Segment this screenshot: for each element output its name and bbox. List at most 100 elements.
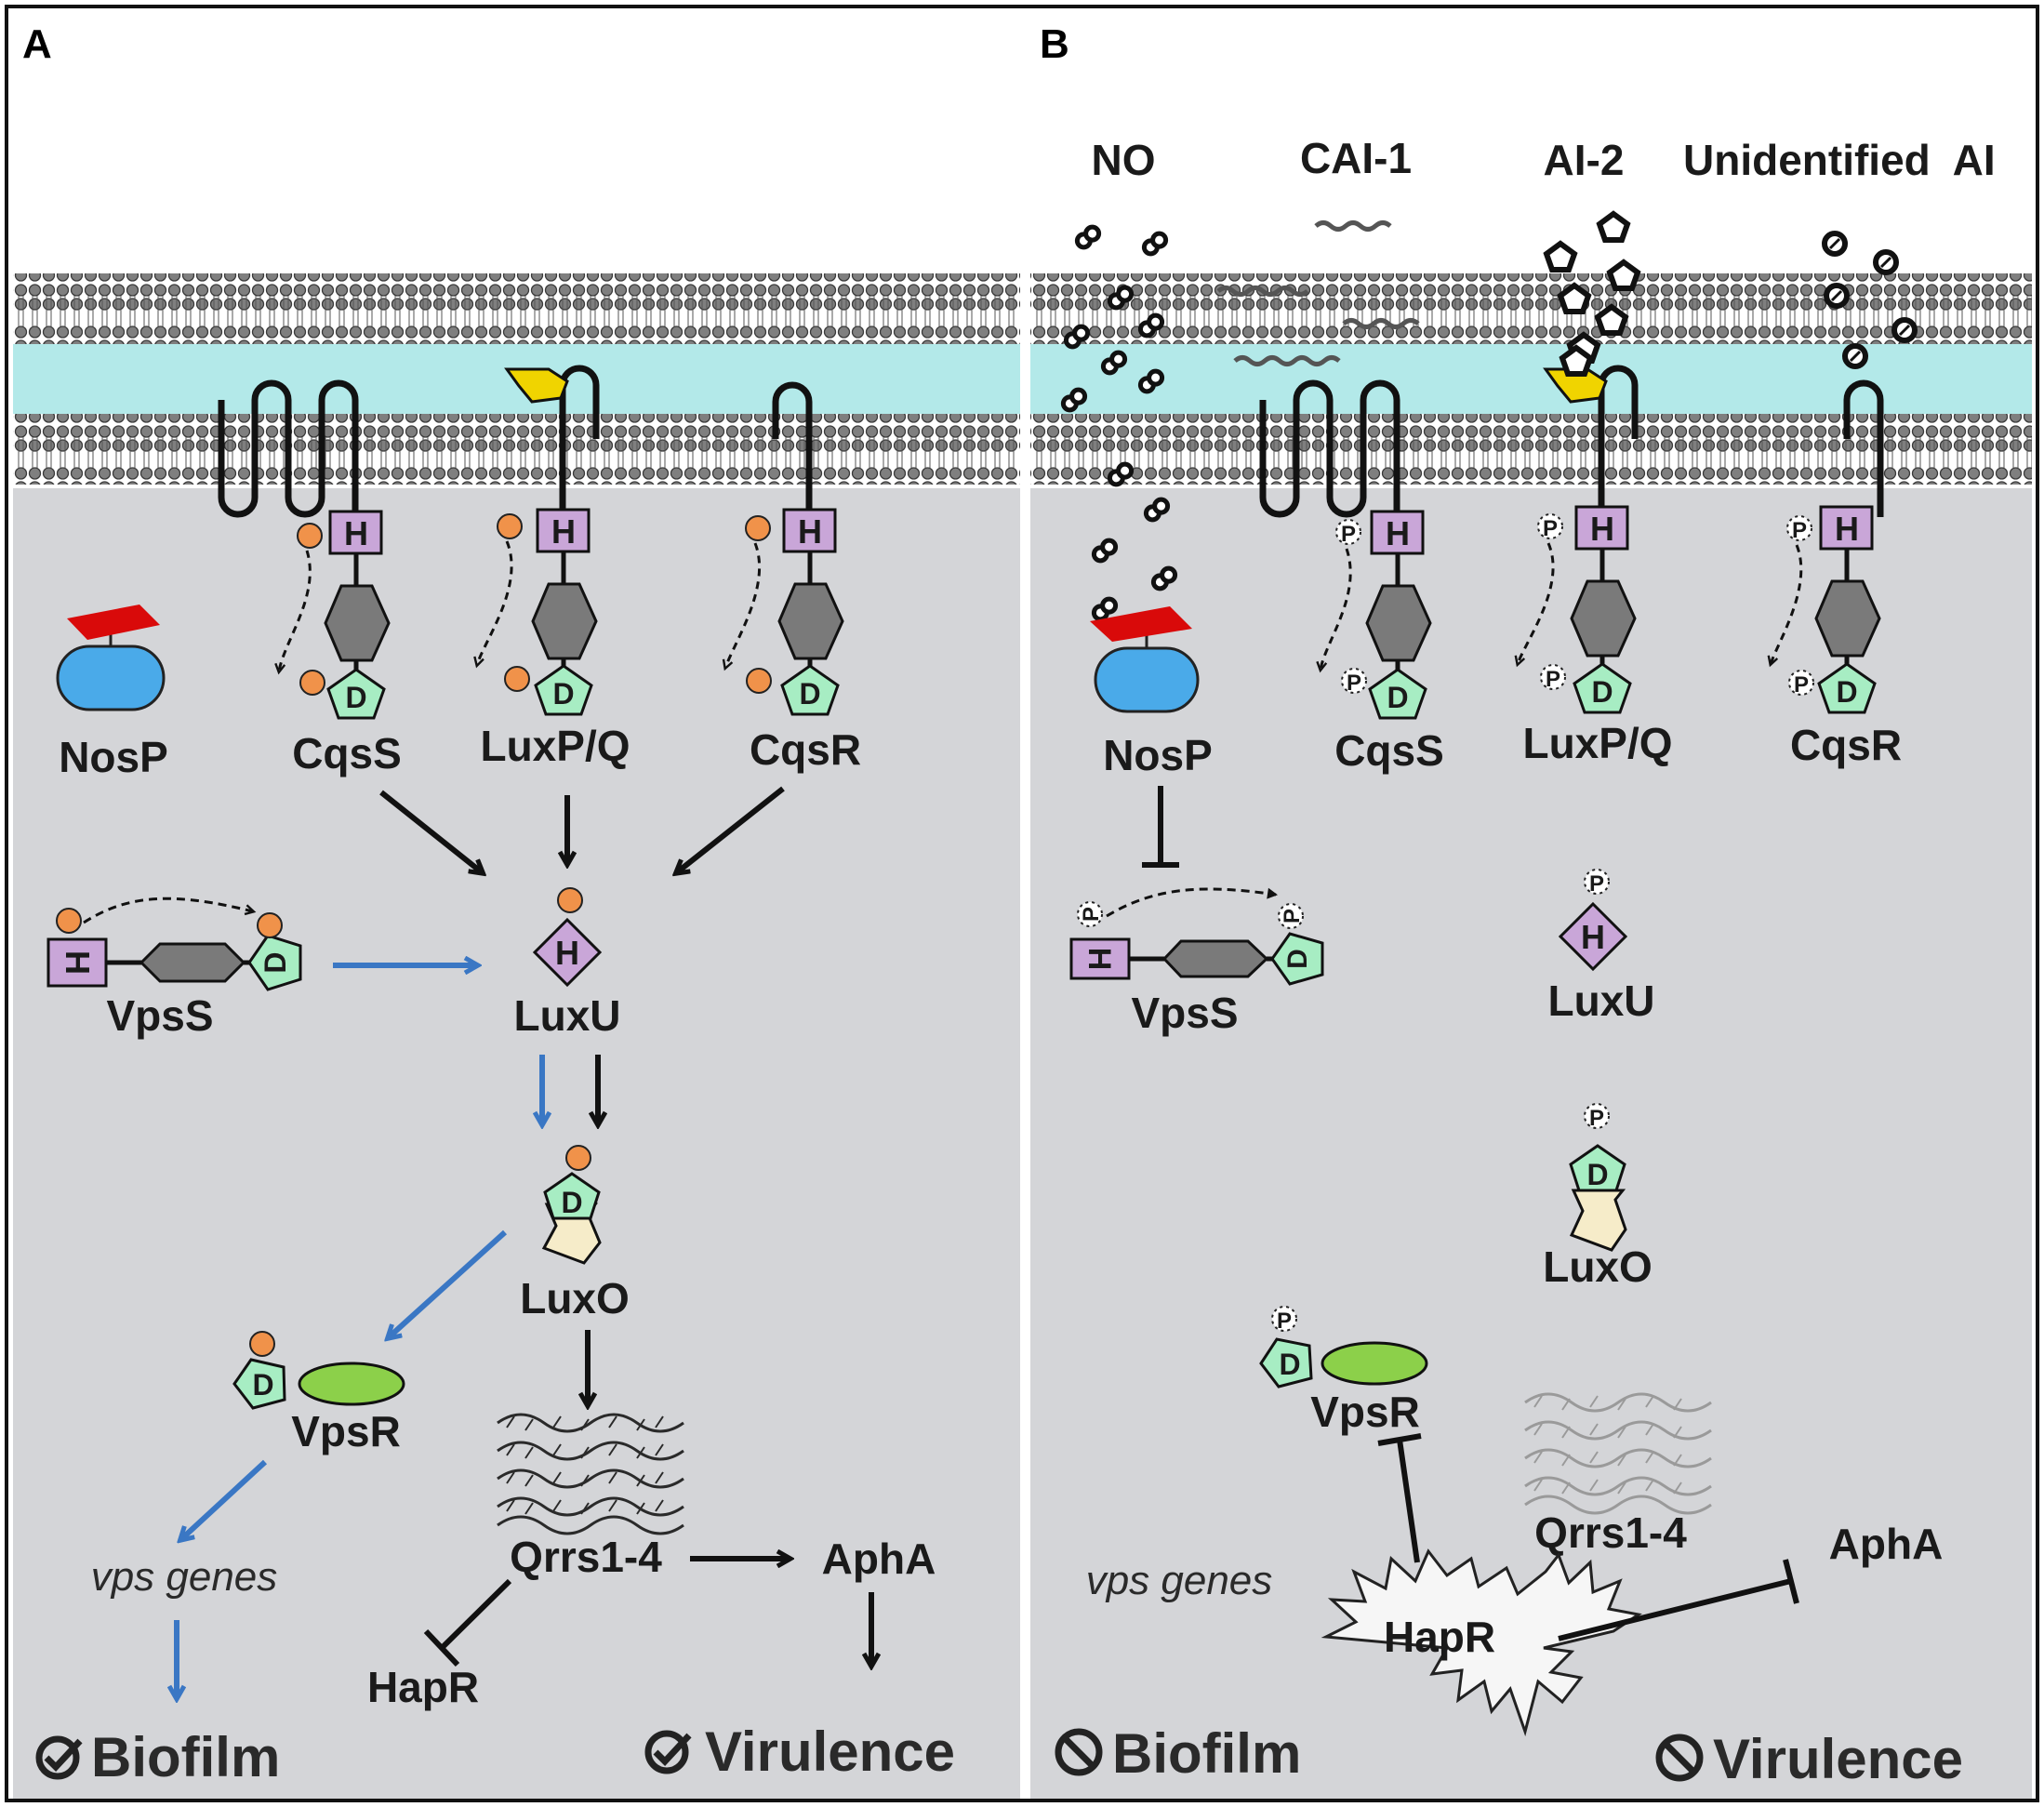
aspartate-letter: D	[799, 677, 820, 711]
ai2-molecule-icons	[1543, 210, 1641, 364]
nosp-heme-icon	[1090, 606, 1192, 642]
phosphate-icon	[297, 523, 323, 549]
hexagon-domain	[531, 582, 598, 660]
luxu-protein: H LuxU	[514, 887, 621, 1040]
aspartate-letter: D	[1282, 949, 1313, 969]
aspartate-letter: D	[259, 951, 292, 973]
apha-label-b: AphA	[1829, 1520, 1944, 1568]
receiver-pentagon	[232, 1358, 286, 1410]
phosphate-letter: P	[1280, 909, 1305, 923]
panel-b-inner-membrane	[1030, 414, 2032, 485]
receiver-pentagon	[326, 668, 386, 720]
nosp-label: NosP	[59, 733, 168, 781]
hapr-starburst: HapR	[1321, 1548, 1642, 1737]
vpsr-label: VpsR	[291, 1407, 401, 1455]
phosphate-icon	[746, 668, 772, 694]
hapr-label-b: HapR	[1384, 1613, 1495, 1661]
inhibition-qrrs-hapr	[423, 1578, 512, 1667]
phosphate-icon	[249, 1331, 275, 1357]
phosphate-icon	[56, 908, 82, 934]
aspartate-letter: D	[345, 681, 366, 714]
histidine-diamond	[532, 917, 603, 988]
vpsr-ellipse	[298, 1362, 405, 1406]
histidine-letter: H	[1835, 510, 1859, 548]
histidine-diamond	[1558, 901, 1628, 972]
inhibition-nosp-vpss	[1142, 786, 1179, 868]
aspartate-letter: D	[1836, 675, 1857, 709]
inhibition-hapr-vpsr	[1377, 1433, 1422, 1563]
vpsr-protein-b: D P VpsR	[1259, 1306, 1428, 1436]
hapr-label: HapR	[367, 1663, 479, 1711]
histidine-letter: H	[1386, 514, 1410, 552]
biofilm-outcome-b: Biofilm	[1112, 1722, 1301, 1785]
phosphate-icon	[257, 912, 283, 938]
phosphate-icon	[557, 887, 583, 913]
phosphate-letter: P	[1347, 671, 1361, 696]
hexagon-domain	[139, 942, 246, 983]
panel-a: A NosP H D CqsS H	[13, 21, 1020, 1800]
phosphate-icon: P	[1537, 513, 1563, 541]
aspartate-letter: D	[252, 1368, 273, 1402]
phosphate-icon: P	[1540, 664, 1566, 692]
arrow-luxo-to-vpsr	[389, 1229, 508, 1337]
phosphate-icon	[565, 1145, 591, 1171]
unidentified-ai-icons	[1822, 231, 1918, 369]
receiver-pentagon	[1817, 662, 1877, 714]
hapr-star-icon	[1321, 1548, 1642, 1737]
phosphate-icon: P	[1271, 1306, 1297, 1334]
hexagon-domain	[777, 582, 844, 660]
receiver-pentagon	[534, 664, 593, 716]
luxpq-receptor: H D LuxP/Q	[473, 365, 630, 770]
aspartate-letter: D	[1591, 675, 1613, 709]
receiver-pentagon	[1569, 1144, 1626, 1192]
histidine-letter: H	[1590, 510, 1614, 548]
cqss-label-b: CqsS	[1334, 726, 1444, 775]
qrrs-rna-icon	[497, 1413, 684, 1535]
phosphate-icon: P	[1341, 668, 1367, 696]
hexagon-domain	[1570, 579, 1637, 658]
luxu-protein-b: H P LuxU	[1548, 869, 1655, 1025]
phosphate-icon: P	[1584, 869, 1610, 897]
virulence-outcome-a: Virulence	[705, 1721, 955, 1783]
qrrs-rna-icon-faded	[1524, 1392, 1712, 1515]
cqsr-receptor-b: H D P P CqsR	[1767, 379, 1902, 769]
cqsr-label-b: CqsR	[1790, 721, 1902, 769]
figure-frame	[5, 5, 2039, 1802]
phosphate-icon: P	[1786, 515, 1812, 543]
panel-a-inner-membrane	[13, 414, 1020, 485]
aspartate-letter: D	[1586, 1158, 1608, 1191]
phosphate-icon	[745, 515, 771, 541]
cqss-receptor: H D CqsS	[218, 379, 402, 777]
apha-label: AphA	[822, 1535, 936, 1583]
panel-a-cytoplasm	[13, 488, 1020, 1800]
phosphate-icon: P	[1335, 519, 1361, 547]
vpsr-label-b: VpsR	[1310, 1388, 1420, 1436]
hexagon-domain	[1814, 579, 1881, 658]
qrrs-label-b: Qrrs1-4	[1534, 1508, 1687, 1557]
phosphate-icon	[299, 670, 325, 696]
histidine-letter: H	[555, 934, 579, 972]
signal-unidentified-label: Unidentified AI	[1683, 136, 1996, 184]
panel-a-label: A	[22, 21, 52, 67]
receiver-pentagon	[543, 1172, 601, 1220]
nosp-protein-b: NosP	[1090, 606, 1213, 779]
vpss-label-b: VpsS	[1131, 989, 1238, 1037]
cqss-label: CqsS	[292, 729, 402, 777]
luxp-binding-icon	[504, 367, 569, 404]
vps-genes-label: vps genes	[91, 1554, 278, 1600]
check-circle-icon	[35, 1735, 83, 1780]
panel-b: B NO CAI-1 AI-2 Unidentified AI	[1030, 21, 2032, 1800]
phosphate-icon: P	[1278, 903, 1305, 929]
receiver-pentagon	[1368, 668, 1427, 720]
panel-b-outer-membrane	[1030, 273, 2032, 344]
aspartate-letter: D	[552, 677, 574, 711]
histidine-letter: H	[1082, 948, 1117, 971]
luxo-label: LuxO	[520, 1274, 630, 1322]
histidine-letter: H	[551, 512, 576, 551]
luxo-label-b: LuxO	[1543, 1242, 1652, 1291]
phosphate-letter: P	[1277, 1309, 1292, 1334]
hexagon-domain	[1365, 584, 1432, 662]
histidine-letter: H	[1581, 918, 1605, 956]
prohibited-circle-icon	[1655, 1734, 1704, 1782]
